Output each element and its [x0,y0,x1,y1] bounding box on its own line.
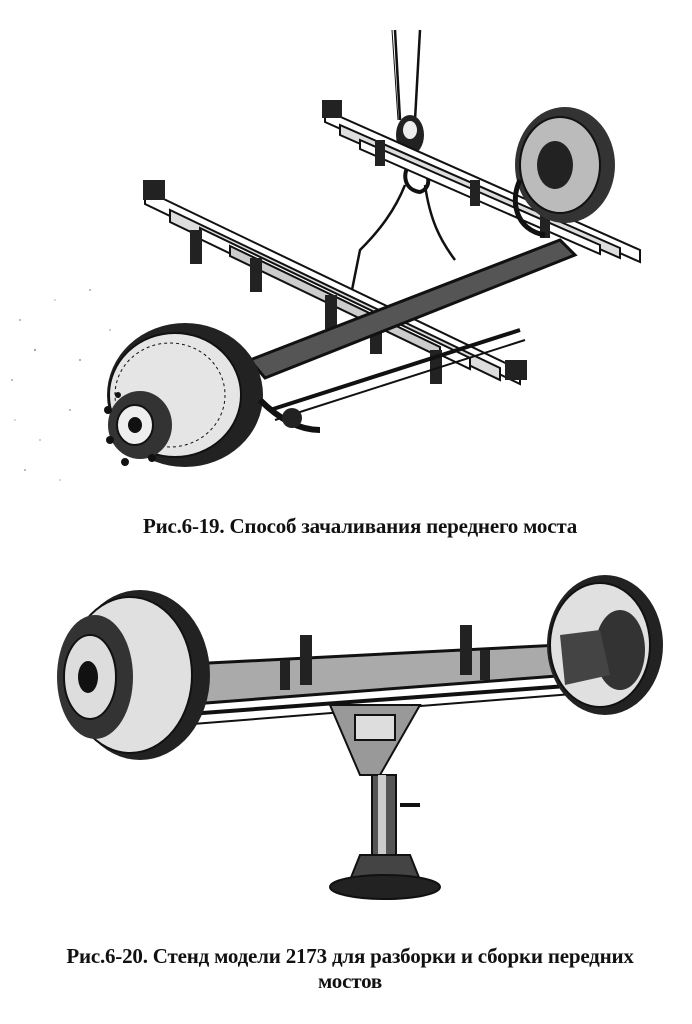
figure-6-20-caption-line1: Рис.6-20. Стенд модели 2173 для разборки… [66,944,634,968]
figure-6-20-caption-line2: мостов [317,969,382,993]
figure-6-19-caption: Рис.6-19. Способ зачаливания переднего м… [142,514,578,538]
figure-6-19-illustration [0,0,692,510]
figure-6-20-caption: Рис.6-20. Стенд модели 2173 для разборки… [20,944,680,994]
figure-6-20-illustration [0,565,692,935]
